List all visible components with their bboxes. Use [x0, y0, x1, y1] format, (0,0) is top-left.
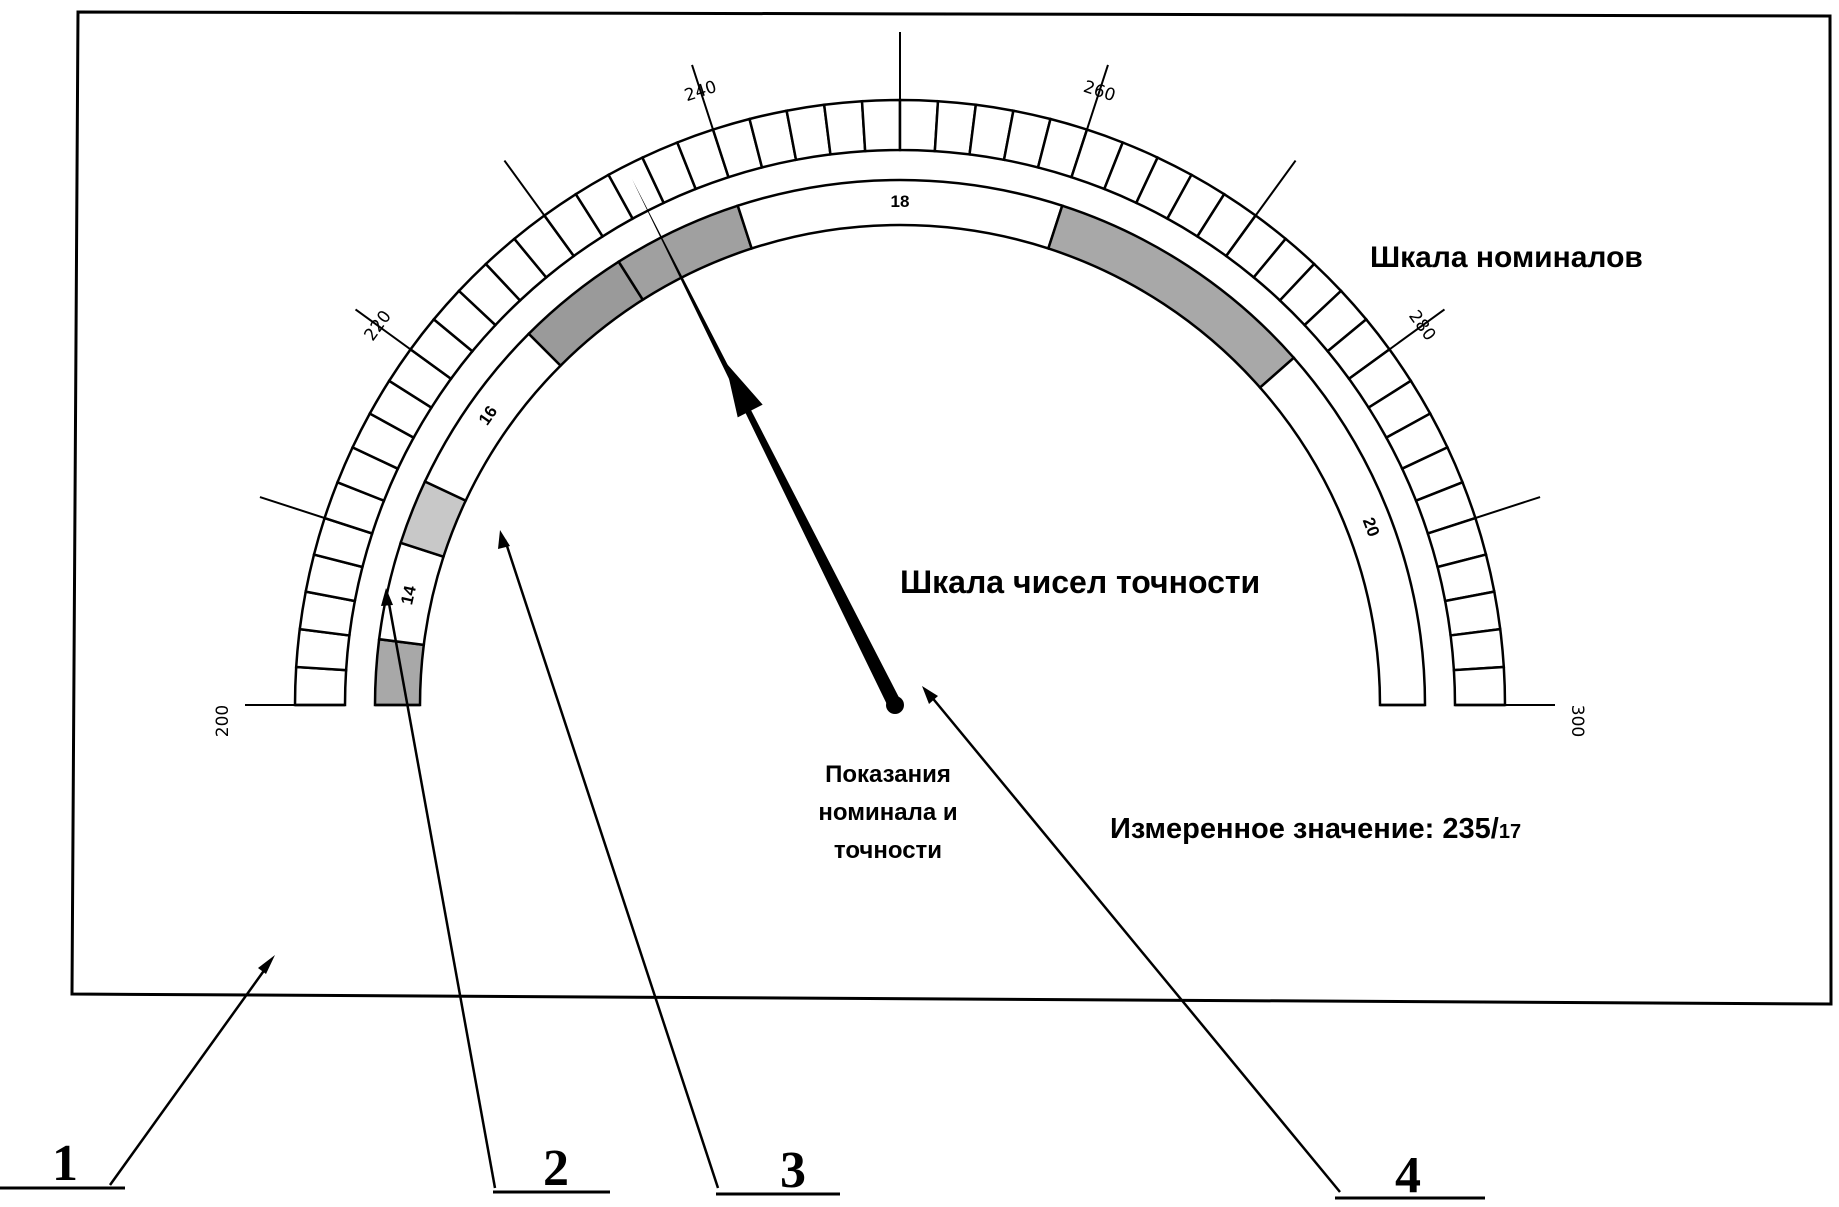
nominal-scale-cell [293, 665, 348, 707]
callout-line-4 [929, 694, 1341, 1193]
pointer-caption-line-1: Показания [825, 761, 951, 788]
callout-arrow-3 [498, 530, 510, 549]
accuracy-scale-segment [373, 637, 426, 707]
pointer-needle [632, 179, 904, 714]
ref-number-4: 4 [1395, 1147, 1421, 1204]
measured-value-prefix: Измеренное значение: 235/ [1110, 813, 1499, 845]
accuracy-segment-label: 14 [397, 583, 420, 606]
nominal-tick-label: 280 [1404, 307, 1439, 345]
nominal-scale-cell [785, 103, 832, 162]
nominal-major-tick [503, 159, 575, 257]
nominal-scale-cell [898, 98, 940, 153]
nominal-scale-cell [860, 98, 902, 153]
display-panel [70, 10, 1833, 1006]
pointer-pivot [886, 696, 904, 714]
nominal-major-tick [1348, 308, 1446, 380]
nominal-tick-label: 260 [1081, 77, 1118, 106]
nominal-scale-cell [822, 99, 867, 156]
nominal-tick-label: 240 [682, 77, 719, 106]
pointer-caption-line-2: номинала и [818, 799, 957, 826]
nominal-scale-label: Шкала номиналов [1370, 241, 1643, 274]
callout-line-1 [108, 964, 270, 1186]
measured-value: Измеренное значение: 235/17 [1110, 813, 1521, 845]
nominal-major-tick [1225, 159, 1297, 257]
pointer-caption-line-3: точности [834, 837, 942, 864]
callout-lines: 1 2 3 4 [0, 530, 1485, 1204]
ref-number-2: 2 [543, 1140, 569, 1197]
nominal-tick-label: 220 [361, 307, 396, 345]
callout-arrow-1 [258, 955, 275, 974]
accuracy-segment-label: 18 [891, 192, 910, 211]
nominal-major-tick [354, 308, 452, 380]
callout-arrow-4 [922, 686, 938, 704]
callout-line-3 [503, 539, 720, 1189]
nominal-scale-cell [1452, 665, 1507, 707]
measured-value-subscript: 17 [1499, 821, 1521, 843]
ref-number-3: 3 [780, 1142, 806, 1199]
callout-line-2 [386, 597, 497, 1189]
pointer-needle-body [632, 179, 902, 709]
nominal-major-tick [691, 64, 730, 178]
nominal-tick-label: 300 [1567, 705, 1587, 737]
pointer-arrowhead [725, 361, 763, 418]
nominal-major-tick [1070, 64, 1109, 178]
nominal-tick-label: 200 [213, 705, 233, 737]
ref-number-1: 1 [52, 1135, 78, 1192]
pointer-caption: Показания номинала и точности [818, 761, 957, 864]
accuracy-scale-label: Шкала чисел точности [900, 564, 1260, 600]
nominal-major-tick [1427, 496, 1541, 535]
nominal-major-tick [259, 496, 373, 535]
nominal-scale-cell [1449, 627, 1506, 672]
accuracy-scale-segment [736, 178, 1064, 251]
nominal-scale-cell [1443, 590, 1502, 637]
callout-arrow-2 [381, 588, 393, 606]
